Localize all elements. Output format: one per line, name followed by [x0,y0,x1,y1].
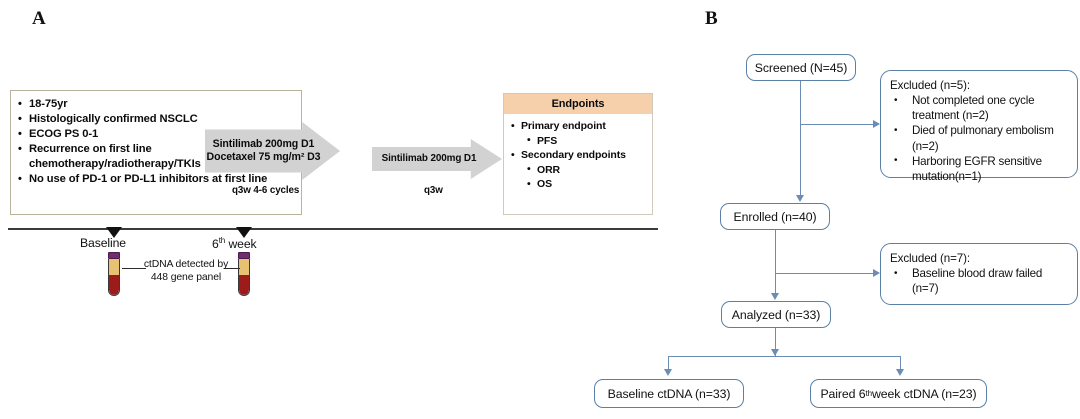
timepoint-label-week6: 6th week [212,236,257,251]
arrow-down-icon [771,293,779,300]
excluded-1-title: Excluded (n=5): [890,79,971,92]
list-item: Died of pulmonary embolism (n=2) [890,123,1069,153]
treatment-2-schedule: q3w [424,185,443,196]
tube-cap [238,252,250,259]
treatment-arrow-maintenance: Sintilimab 200mg D1 [372,139,502,179]
list-item: ECOG PS 0-1 [17,127,297,142]
list-item: 18-75yr [17,96,297,112]
excluded-2-list: Baseline blood draw failed (n=7) [890,265,1069,296]
excluded-1-list: Not completed one cycle treatment (n=2) … [890,92,1069,184]
timepoint-label-baseline: Baseline [80,236,126,250]
excluded-box-analysis: Excluded (n=7): Baseline blood draw fail… [880,243,1078,305]
panel-label-a: A [32,8,46,29]
list-item: PFS [511,133,652,149]
week6-number: 6 [212,237,219,252]
tube-body [238,259,250,296]
list-item: Baseline blood draw failed (n=7) [890,265,1069,296]
arrow-right-icon [873,269,880,277]
blood-tube-icon [108,252,120,296]
tube-plasma [109,259,119,275]
endpoints-box: Endpoints Primary endpoint PFS Secondary… [503,93,653,215]
paired-ctdna-post: week ctDNA (n=23) [871,386,977,401]
list-item: OS [511,177,652,192]
list-item: Secondary endpoints [511,148,652,163]
treatment-2-line-1: Sintilimab 200mg D1 [381,153,477,164]
connector-split-left [668,356,670,371]
blood-tube-icon [238,252,250,296]
connector-to-excluded-1 [801,124,873,126]
assay-note-line-2: 448 gene panel [150,272,222,283]
arrow-down-icon [664,369,672,376]
arrow-down-icon [796,195,804,202]
connector-to-excluded-2 [776,273,873,275]
endpoints-list: Primary endpoint PFS Secondary endpoints… [504,114,652,192]
tube-body [108,259,120,296]
list-item: Histologically confirmed NSCLC [17,112,297,127]
flow-box-screened: Screened (N=45) [746,54,856,81]
week6-ordinal-suffix: th [218,236,226,245]
timeline-axis [8,228,658,230]
excluded-box-screening: Excluded (n=5): Not completed one cycle … [880,70,1078,183]
tube-plasma [239,259,249,275]
list-item: No use of PD-1 or PD-L1 inhibitors at fi… [17,172,297,187]
list-item: Not completed one cycle treatment (n=2) [890,92,1069,123]
list-item: Primary endpoint [511,119,652,134]
assay-note-line-1: ctDNA detected by [143,259,229,270]
ctdna-assay-note: ctDNA detected by 448 gene panel [132,258,240,284]
connector-split-right [900,356,902,371]
list-item: Harboring EGFR sensitive mutation(n=1) [890,153,1069,184]
flow-box-analyzed: Analyzed (n=33) [721,301,831,328]
arrow-right-icon [873,120,880,128]
tube-connector-line [122,268,146,269]
connector-screened-to-enrolled [800,81,802,195]
panel-label-b: B [705,8,718,29]
paired-ctdna-pre: Paired 6 [820,386,866,401]
timepoint-marker-icon [106,227,122,238]
tube-cap [108,252,120,259]
inclusion-criteria-list: 18-75yr Histologically confirmed NSCLC E… [17,96,297,188]
connector-enrolled-to-analyzed [775,230,777,293]
treatment-1-line-1: Sintilimab 200mg D1 [212,137,315,150]
tube-blood [109,275,119,295]
endpoints-header: Endpoints [504,94,652,114]
list-item: ORR [511,162,652,178]
list-item: Recurrence on first line chemotherapy/ra… [17,142,297,172]
timepoint-marker-icon [236,227,252,238]
paired-ctdna-ordinal-suffix: th [865,389,872,398]
flow-box-enrolled: Enrolled (n=40) [720,203,830,230]
tube-blood [239,275,249,295]
treatment-1-line-2: Docetaxel 75 mg/m² D3 [206,151,321,163]
flow-box-baseline-ctdna: Baseline ctDNA (n=33) [594,379,744,408]
week6-word: week [225,237,257,252]
arrow-down-icon [771,349,779,356]
treatment-1-schedule: q3w 4-6 cycles [232,185,300,196]
connector-analyzed-to-split [775,328,777,356]
connector-split-bar [668,356,901,358]
treatment-arrow-induction: Sintilimab 200mg D1 Docetaxel 75 mg/m² D… [205,122,340,180]
arrow-down-icon [896,369,904,376]
tube-connector-line [224,268,240,269]
excluded-2-title: Excluded (n=7): [890,252,971,265]
